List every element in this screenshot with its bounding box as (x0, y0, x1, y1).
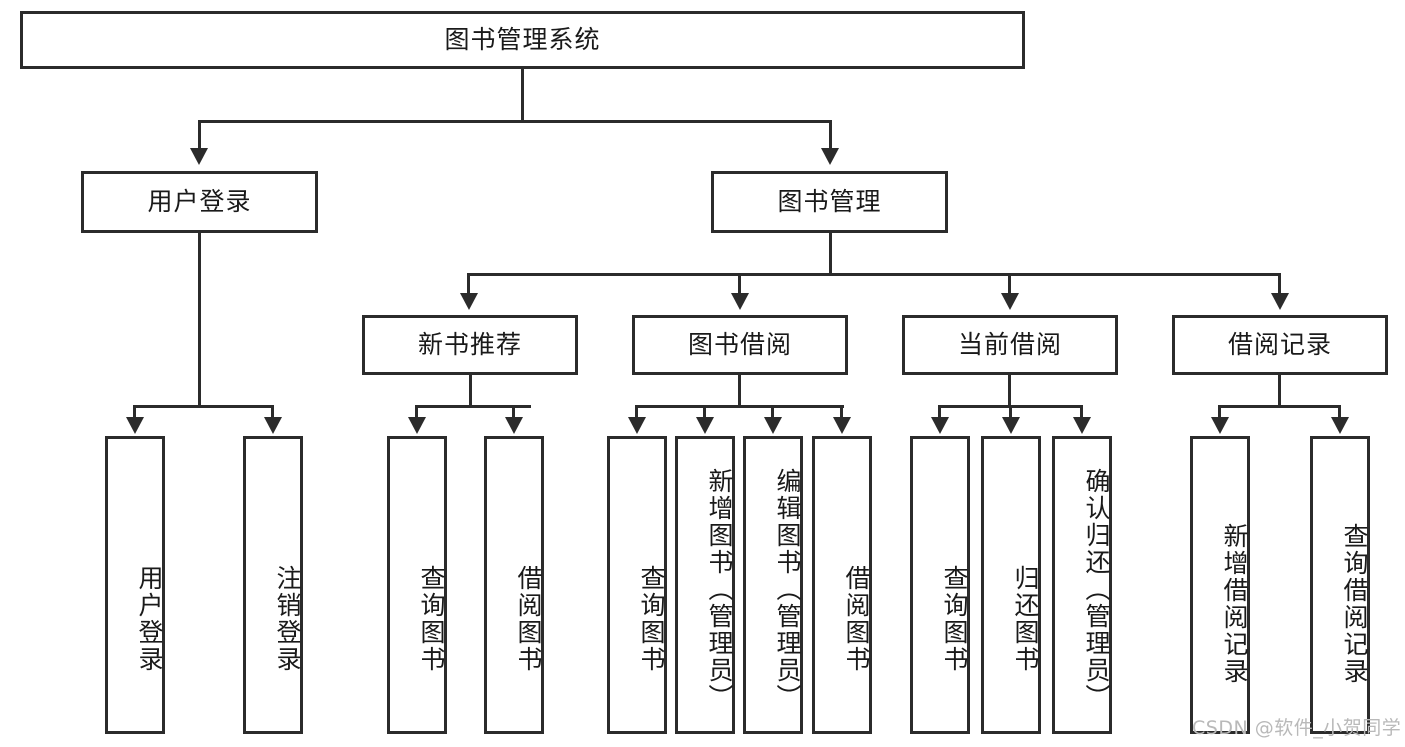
connector-user-login-stem (198, 233, 201, 407)
arrow-to-query-book-1 (408, 417, 426, 434)
leaf-logout[interactable]: 注销登录 (243, 436, 303, 734)
arrow-to-query-book-2 (628, 417, 646, 434)
node-new-book-recommendation[interactable]: 新书推荐 (362, 315, 578, 375)
connector-book-manage-bus (467, 273, 1279, 276)
leaf-query-borrow-record[interactable]: 查询借阅记录 (1310, 436, 1370, 734)
arrow-to-return-book (1002, 417, 1020, 434)
arrow-to-current-borrow (1001, 293, 1019, 310)
leaf-query-book-borrowing[interactable]: 查询图书 (607, 436, 667, 734)
leaf-add-book-admin[interactable]: 新增图书（管理员） (675, 436, 735, 734)
arrow-to-leaf-user-login (126, 417, 144, 434)
leaf-return-book[interactable]: 归还图书 (981, 436, 1041, 734)
node-borrowing-record[interactable]: 借阅记录 (1172, 315, 1388, 375)
connector-book-borrow-bus (635, 405, 844, 408)
connector-book-borrow-stem (738, 375, 741, 407)
connector-drop-borrow-book-1 (512, 405, 515, 419)
connector-drop-current-borrow (1008, 273, 1011, 295)
arrow-to-query-book-3 (931, 417, 949, 434)
connector-drop-book-borrow (738, 273, 741, 295)
connector-root-bus (198, 120, 832, 123)
connector-drop-edit-book (771, 405, 774, 419)
connector-drop-borrow-book-2 (840, 405, 843, 419)
connector-drop-query-book-3 (938, 405, 941, 419)
connector-current-borrow-stem (1008, 375, 1011, 407)
leaf-confirm-return-admin[interactable]: 确认归还（管理员） (1052, 436, 1112, 734)
arrow-to-query-borrow-record (1331, 417, 1349, 434)
leaf-add-borrow-record[interactable]: 新增借阅记录 (1190, 436, 1250, 734)
leaf-user-login[interactable]: 用户登录 (105, 436, 165, 734)
arrow-to-add-borrow-record (1211, 417, 1229, 434)
node-current-borrowing[interactable]: 当前借阅 (902, 315, 1118, 375)
arrow-to-confirm-return (1073, 417, 1091, 434)
arrow-to-borrow-book-2 (833, 417, 851, 434)
connector-drop-add-book (703, 405, 706, 419)
arrow-to-new-book-rec (460, 293, 478, 310)
leaf-borrow-book-new-rec[interactable]: 借阅图书 (484, 436, 544, 734)
leaf-borrow-book-borrowing[interactable]: 借阅图书 (812, 436, 872, 734)
connector-book-manage-stem (829, 233, 832, 275)
connector-drop-new-book-rec (467, 273, 470, 295)
connector-drop-book-manage (829, 120, 832, 150)
connector-new-book-rec-bus (415, 405, 531, 408)
leaf-query-book-current[interactable]: 查询图书 (910, 436, 970, 734)
leaf-edit-book-admin[interactable]: 编辑图书（管理员） (743, 436, 803, 734)
connector-drop-confirm-return (1080, 405, 1083, 419)
arrow-to-book-manage (821, 148, 839, 165)
connector-borrow-record-bus (1218, 405, 1340, 408)
csdn-watermark: CSDN @软件_小贺同学 (1192, 717, 1402, 739)
connector-drop-query-book-2 (635, 405, 638, 419)
arrow-to-user-login (190, 148, 208, 165)
connector-drop-leaf-user-login (133, 405, 136, 419)
connector-root-stem (521, 69, 524, 120)
arrow-to-borrow-book-1 (505, 417, 523, 434)
connector-user-login-bus (133, 405, 272, 408)
arrow-to-borrow-record (1271, 293, 1289, 310)
connector-new-book-rec-stem (469, 375, 472, 407)
node-user-login[interactable]: 用户登录 (81, 171, 318, 233)
connector-drop-query-book-1 (415, 405, 418, 419)
leaf-query-book-new-rec[interactable]: 查询图书 (387, 436, 447, 734)
arrow-to-leaf-logout (264, 417, 282, 434)
arrow-to-edit-book (764, 417, 782, 434)
connector-drop-return-book (1009, 405, 1012, 419)
node-book-borrowing[interactable]: 图书借阅 (632, 315, 848, 375)
connector-drop-user-login (198, 120, 201, 150)
node-book-management[interactable]: 图书管理 (711, 171, 948, 233)
arrow-to-add-book (696, 417, 714, 434)
connector-drop-borrow-record (1278, 273, 1281, 295)
node-root-system[interactable]: 图书管理系统 (20, 11, 1025, 69)
connector-borrow-record-stem (1278, 375, 1281, 407)
connector-drop-leaf-logout (271, 405, 274, 419)
connector-drop-add-borrow-record (1218, 405, 1221, 419)
arrow-to-book-borrow (731, 293, 749, 310)
connector-drop-query-borrow-record (1338, 405, 1341, 419)
